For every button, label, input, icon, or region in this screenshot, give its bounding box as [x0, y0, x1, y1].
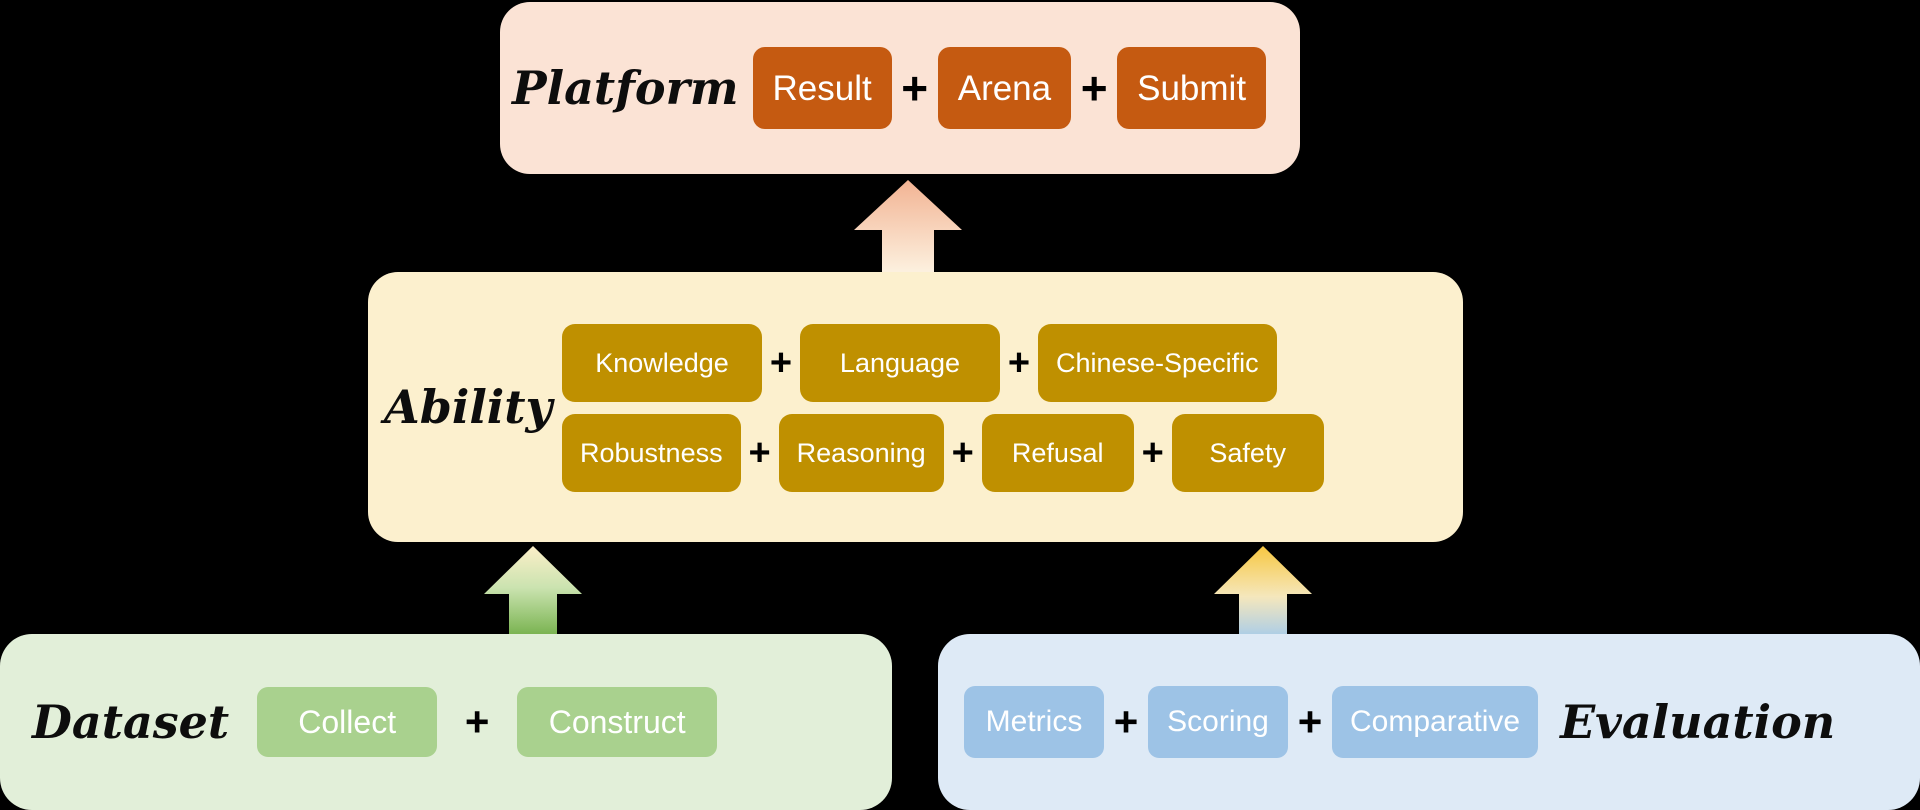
arrow-evaluation-to-ability [1214, 546, 1312, 638]
platform-label: Platform [512, 61, 739, 115]
plus-separator: + [1113, 698, 1139, 745]
dataset-panel: Dataset Collect + Construct [0, 634, 892, 810]
ability-panel: Ability Knowledge + Language + Chinese-S… [368, 272, 1463, 542]
plus-separator: + [951, 432, 974, 474]
chip-scoring[interactable]: Scoring [1148, 686, 1288, 758]
plus-separator: + [1080, 62, 1108, 114]
chip-comparative[interactable]: Comparative [1332, 686, 1539, 758]
chip-collect[interactable]: Collect [257, 687, 438, 757]
ability-row-1: Knowledge + Language + Chinese-Specific [562, 324, 1324, 402]
chip-safety[interactable]: Safety [1171, 414, 1324, 492]
plus-separator: + [769, 342, 793, 384]
plus-separator: + [1007, 342, 1031, 384]
chip-language[interactable]: Language [800, 324, 1000, 402]
chip-chinese-specific[interactable]: Chinese-Specific [1038, 324, 1277, 402]
chip-knowledge[interactable]: Knowledge [562, 324, 762, 402]
evaluation-panel: Metrics + Scoring + Comparative Evaluati… [938, 634, 1920, 810]
ability-row-2: Robustness + Reasoning + Refusal + Safet… [562, 414, 1324, 492]
ability-label: Ability [384, 380, 553, 434]
chip-arena[interactable]: Arena [937, 47, 1072, 129]
chip-submit[interactable]: Submit [1117, 47, 1267, 129]
ability-chip-grid: Knowledge + Language + Chinese-Specific … [562, 322, 1324, 492]
chip-construct[interactable]: Construct [517, 687, 718, 757]
plus-separator: + [464, 698, 490, 745]
platform-panel: Platform Result + Arena + Submit [500, 2, 1300, 174]
plus-separator: + [1141, 432, 1164, 474]
plus-separator: + [748, 432, 771, 474]
chip-robustness[interactable]: Robustness [562, 414, 741, 492]
evaluation-label: Evaluation [1560, 695, 1836, 749]
arrow-dataset-to-ability [484, 546, 582, 638]
dataset-label: Dataset [32, 695, 230, 749]
plus-separator: + [1297, 698, 1323, 745]
plus-separator: + [901, 62, 929, 114]
arrow-ability-to-platform [854, 180, 962, 276]
chip-result[interactable]: Result [752, 47, 892, 129]
chip-reasoning[interactable]: Reasoning [778, 414, 944, 492]
chip-refusal[interactable]: Refusal [981, 414, 1134, 492]
chip-metrics[interactable]: Metrics [964, 686, 1104, 758]
